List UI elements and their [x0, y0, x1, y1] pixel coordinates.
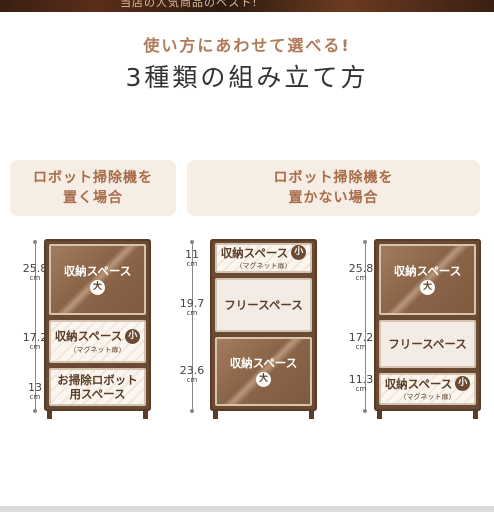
robot-space-a: お掃除ロボット 用スペース [49, 368, 146, 406]
large-badge: 大 [256, 372, 271, 387]
free-space-c: フリースペース [379, 320, 476, 368]
storage-large-b: 収納スペース 大 [215, 337, 312, 406]
storage-small-b: 収納スペース小 （マグネット扉） [215, 243, 312, 273]
cabinet-b: 収納スペース小 （マグネット扉） フリースペース 収納スペース 大 [210, 239, 317, 419]
header-with-robot-line2: 置く場合 [63, 190, 123, 206]
storage-small-a: 収納スペース小 （マグネット扉） [49, 320, 146, 363]
header-with-robot-line1: ロボット掃除機を [33, 170, 153, 186]
header-with-robot: ロボット掃除機を 置く場合 [10, 160, 176, 216]
tagline: 使い方にあわせて選べる! [143, 36, 351, 55]
top-banner-strip: 当店の人気商品のベスト! [0, 0, 494, 12]
header-without-robot-line1: ロボット掃除機を [273, 170, 394, 186]
small-badge: 小 [291, 245, 307, 260]
cabinet-c: 収納スペース 大 フリースペース 収納スペース小 （マグネット扉） [374, 239, 481, 419]
cabinet-a: 収納スペース 大 収納スペース小 （マグネット扉） お掃除ロボット 用スペース [44, 239, 151, 419]
storage-small-c: 収納スペース小 （マグネット扉） [379, 373, 476, 405]
header-without-robot-line2: 置かない場合 [288, 190, 379, 206]
large-badge: 大 [90, 280, 105, 295]
small-badge: 小 [125, 328, 141, 344]
bottom-scroll-bar [0, 506, 494, 512]
storage-large-a: 収納スペース 大 [49, 244, 146, 315]
page-title: 3種類の組み立て方 [125, 63, 369, 92]
top-banner-text: 当店の人気商品のベスト! [120, 0, 258, 9]
small-badge: 小 [455, 376, 471, 391]
storage-large-c: 収納スペース 大 [379, 244, 476, 315]
free-space-b: フリースペース [215, 278, 312, 332]
large-badge: 大 [420, 280, 435, 295]
header-without-robot: ロボット掃除機を 置かない場合 [187, 160, 480, 216]
